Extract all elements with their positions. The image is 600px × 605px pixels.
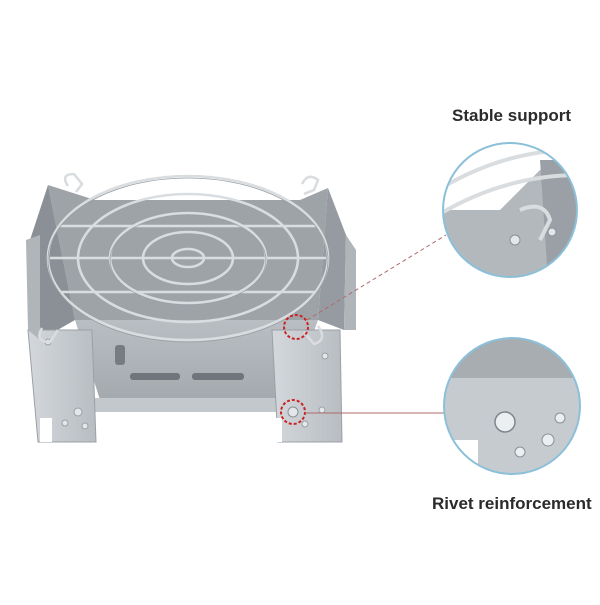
stove-left-wall [30,185,75,340]
rivet [81,422,89,430]
wire-grill [38,172,330,346]
left-flap [26,235,40,340]
vent-slot [115,345,125,365]
leg-notch [40,418,52,442]
right-flap [344,235,356,330]
leader-line-top [306,234,447,321]
vent-slot [130,373,180,380]
detail-circle-bottom [443,337,581,475]
detail-circle-top [442,142,578,278]
rivet [321,352,329,360]
callout-label-rivet-reinforcement: Rivet reinforcement [432,494,592,513]
stove-front-bar [95,398,280,412]
stove-back-wall [48,185,328,320]
wire-grill-shadow [47,177,329,343]
marker-top [283,314,309,340]
rivet [318,406,326,414]
marker-bottom [280,399,306,425]
vent-slot [192,373,244,380]
stove [26,185,356,443]
rivet [61,419,69,427]
callout-label-stable-support: Stable support [452,106,572,125]
rivet [287,406,299,418]
rivet [73,407,83,417]
stove-right-wall [318,188,346,330]
leg-notch [270,418,282,442]
rivet [301,420,309,428]
